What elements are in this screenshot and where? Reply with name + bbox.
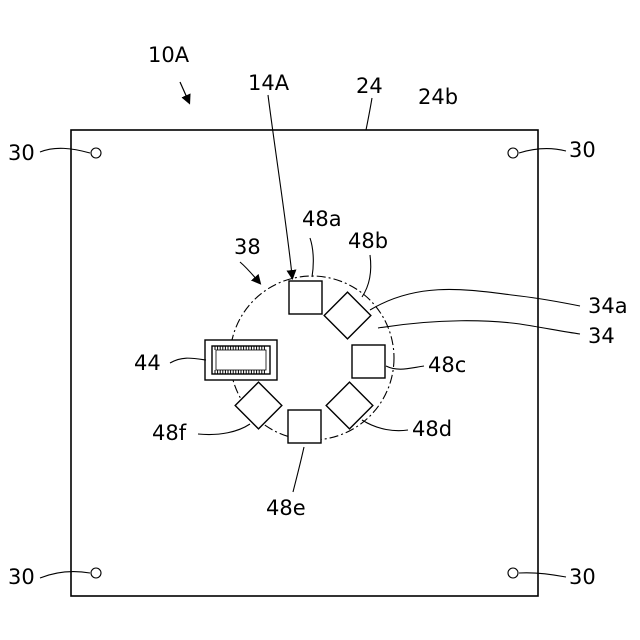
leader-48f	[198, 424, 250, 435]
leader-44	[170, 358, 206, 363]
pad-48f	[235, 382, 282, 429]
arrow-38	[240, 262, 258, 281]
label-38: 38	[234, 235, 261, 259]
label-48b: 48b	[348, 229, 388, 253]
label-48f: 48f	[152, 421, 187, 445]
leader-48a	[310, 238, 313, 277]
label-34a: 34a	[588, 294, 628, 318]
leader-34	[378, 321, 580, 334]
leader-hole-tl	[40, 148, 90, 153]
chip-component	[205, 340, 277, 380]
label-10a: 10A	[148, 43, 190, 67]
label-14a: 14A	[248, 71, 290, 95]
label-30-top-right: 30	[569, 138, 596, 162]
label-34: 34	[588, 324, 615, 348]
arrow-10a	[180, 82, 188, 100]
label-44: 44	[134, 351, 161, 375]
label-48c: 48c	[428, 353, 466, 377]
leader-hole-bl	[40, 572, 90, 578]
label-24b: 24b	[418, 85, 458, 109]
mount-hole-top-right	[508, 148, 518, 158]
label-30-top-left: 30	[8, 141, 35, 165]
mount-hole-bottom-right	[508, 568, 518, 578]
label-48d: 48d	[412, 417, 452, 441]
pad-48b	[324, 292, 371, 339]
leader-24	[366, 98, 372, 130]
leader-48b	[362, 255, 371, 297]
leader-hole-br	[519, 573, 566, 577]
mount-hole-bottom-left	[91, 568, 101, 578]
mount-hole-top-left	[91, 148, 101, 158]
leader-48d	[362, 420, 408, 431]
leader-34a	[370, 289, 580, 310]
label-30-bottom-right: 30	[569, 565, 596, 589]
pad-48c	[352, 345, 385, 378]
label-48a: 48a	[302, 207, 342, 231]
pad-48e	[288, 410, 321, 443]
label-24: 24	[356, 74, 383, 98]
label-48e: 48e	[266, 496, 306, 520]
leader-48c	[386, 366, 424, 369]
leader-48e	[293, 447, 304, 492]
arrow-14a	[268, 95, 292, 275]
pad-48a	[289, 281, 322, 314]
label-30-bottom-left: 30	[8, 565, 35, 589]
leader-hole-tr	[519, 149, 566, 153]
